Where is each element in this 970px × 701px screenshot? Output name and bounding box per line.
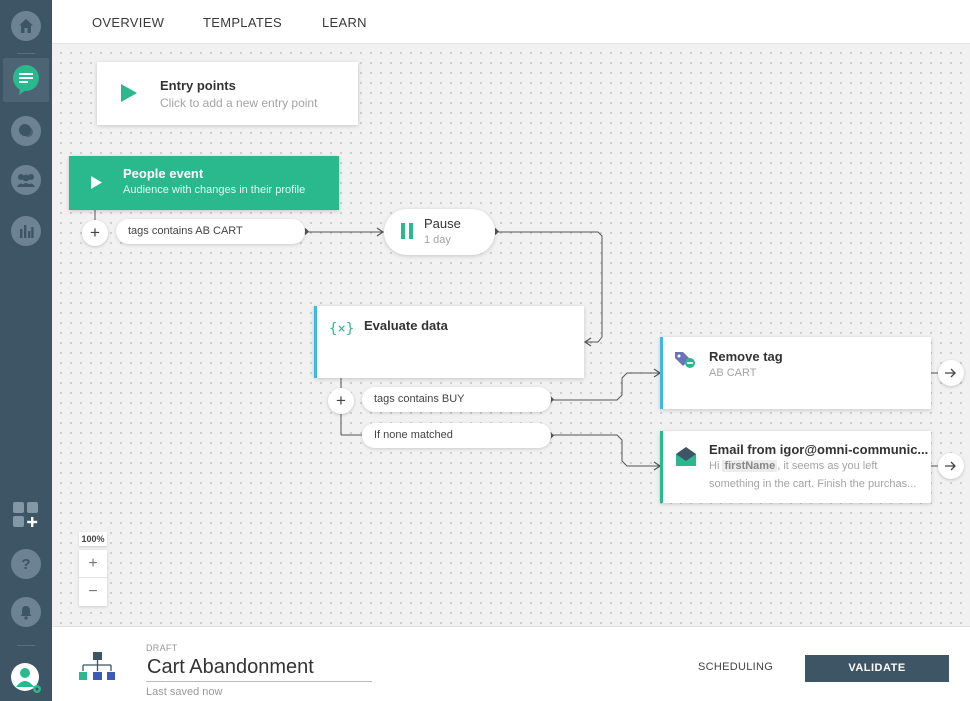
email-preview-line1: Hi firstName, it seems as you left — [709, 460, 878, 472]
pause-node[interactable]: Pause 1 day — [384, 209, 495, 255]
status-label: DRAFT — [146, 643, 178, 653]
add-branch-button[interactable]: + — [328, 388, 354, 414]
play-icon — [91, 176, 102, 189]
condition-pill-ab-cart[interactable]: tags contains AB CART — [116, 219, 305, 244]
tab-learn[interactable]: LEARN — [322, 15, 367, 30]
email-preview-line2: something in the cart. Finish the purcha… — [709, 478, 917, 490]
tab-templates[interactable]: TEMPLATES — [203, 15, 283, 30]
remove-tag-title: Remove tag — [709, 349, 783, 364]
people-event-title: People event — [123, 166, 204, 181]
zoom-in-button[interactable]: + — [79, 550, 107, 578]
workflow-canvas[interactable]: Entry points Click to add a new entry po… — [52, 44, 970, 626]
add-condition-button[interactable]: + — [82, 220, 108, 246]
pause-duration: 1 day — [424, 234, 451, 246]
notifications-icon[interactable] — [10, 596, 42, 628]
pause-icon — [401, 223, 413, 239]
audience-icon[interactable] — [10, 164, 42, 196]
arrow-right-icon — [945, 461, 956, 471]
remove-tag-icon — [675, 352, 695, 368]
entry-points-title: Entry points — [160, 78, 236, 93]
remove-tag-node[interactable]: Remove tag AB CART — [660, 337, 931, 409]
people-event-node[interactable]: People event Audience with changes in th… — [69, 156, 339, 210]
evaluate-data-title: Evaluate data — [364, 318, 448, 333]
tab-overview[interactable]: OVERVIEW — [92, 15, 165, 30]
next-step-button[interactable] — [938, 453, 964, 479]
zoom-level: 100% — [79, 532, 107, 546]
automation-icon[interactable] — [10, 64, 42, 96]
sidebar-divider — [17, 53, 35, 54]
people-event-subtitle: Audience with changes in their profile — [123, 184, 306, 196]
scheduling-button[interactable]: SCHEDULING — [698, 661, 774, 673]
condition-pill-none-matched[interactable]: If none matched — [362, 423, 551, 448]
validate-button[interactable]: VALIDATE — [805, 655, 949, 682]
next-step-button[interactable] — [938, 360, 964, 386]
help-icon[interactable]: ? — [10, 548, 42, 580]
sidebar-divider — [17, 645, 35, 646]
apps-add-icon[interactable] — [10, 499, 42, 531]
profile-icon[interactable] — [10, 662, 42, 694]
home-icon[interactable] — [10, 10, 42, 42]
zoom-out-button[interactable]: − — [88, 583, 98, 600]
evaluate-data-node[interactable]: {×} Evaluate data — [314, 306, 584, 378]
sidebar: ? — [0, 0, 52, 701]
workflow-name-field[interactable]: Cart Abandonment — [146, 656, 372, 682]
email-icon — [676, 447, 696, 466]
entry-points-node[interactable]: Entry points Click to add a new entry po… — [97, 62, 358, 125]
variable-icon: {×} — [329, 321, 355, 337]
footer-bar: DRAFT Cart Abandonment Last saved now SC… — [52, 626, 970, 701]
remove-tag-value: AB CART — [709, 367, 757, 379]
condition-pill-buy[interactable]: tags contains BUY — [362, 387, 551, 412]
top-navigation: OVERVIEW TEMPLATES LEARN — [52, 0, 970, 44]
reports-icon[interactable] — [10, 215, 42, 247]
conversations-icon[interactable] — [10, 115, 42, 147]
personalization-token: firstName — [722, 460, 778, 472]
play-icon — [121, 84, 137, 102]
email-title: Email from igor@omni-communic... — [709, 442, 929, 457]
zoom-control: 100% + − — [79, 532, 107, 606]
pause-title: Pause — [424, 216, 461, 231]
last-saved-text: Last saved now — [146, 686, 223, 698]
arrow-right-icon — [945, 368, 956, 378]
email-node[interactable]: Email from igor@omni-communic... Hi firs… — [660, 431, 931, 503]
workflow-hierarchy-icon — [79, 652, 115, 680]
entry-points-subtitle: Click to add a new entry point — [160, 96, 318, 110]
workflow-connectors — [94, 210, 938, 471]
